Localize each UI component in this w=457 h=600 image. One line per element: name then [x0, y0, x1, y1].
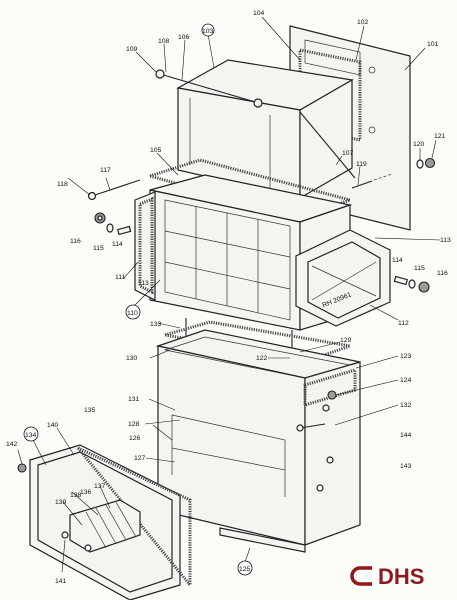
stud-114-right — [393, 275, 409, 286]
retaining-rod — [299, 111, 356, 179]
label-125: 125 — [239, 566, 251, 573]
label-132: 132 — [400, 402, 412, 409]
label-105: 105 — [150, 147, 162, 154]
box-base-rail — [219, 527, 306, 553]
label-111: 111 — [115, 274, 126, 281]
screws-141 — [61, 531, 92, 552]
label-114-left: 114 — [112, 241, 123, 248]
label-121: 121 — [434, 133, 446, 140]
label-103: 103 — [202, 28, 214, 35]
left-flange — [134, 191, 156, 301]
circled-marker-103 — [201, 23, 215, 37]
label-113-right: 113 — [440, 237, 451, 244]
terminal-block — [69, 499, 141, 553]
label-104: 104 — [253, 10, 265, 17]
circled-marker-134 — [23, 426, 39, 442]
label-143: 143 — [400, 463, 412, 470]
end-cover-plate: RH 20961 — [295, 229, 391, 327]
label-131: 131 — [128, 396, 140, 403]
top-cover — [176, 59, 354, 200]
washer-115-right — [408, 279, 416, 289]
label-129: 129 — [340, 337, 352, 344]
dhs-logo: DHS — [350, 564, 424, 589]
washer-120 — [416, 159, 424, 169]
label-139: 139 — [55, 499, 67, 506]
label-130: 130 — [126, 355, 138, 362]
bolt-117 — [87, 179, 141, 201]
label-122: 122 — [256, 355, 268, 362]
label-117: 117 — [100, 167, 111, 174]
nut-116-right — [418, 281, 430, 293]
screw-142 — [17, 463, 27, 473]
label-108: 108 — [158, 38, 170, 45]
part-number-labels: 101 102 103 104 105 106 107 108 109 110 … — [6, 10, 451, 585]
label-141: 141 — [55, 578, 67, 585]
label-142: 142 — [6, 441, 18, 448]
label-109: 109 — [126, 46, 138, 53]
nut-121 — [424, 157, 436, 169]
label-115-left: 115 — [93, 245, 104, 252]
logo-text: DHS — [378, 564, 424, 589]
label-119: 119 — [356, 161, 367, 168]
label-114-right: 114 — [392, 257, 403, 264]
label-113-left: 113 — [138, 280, 149, 287]
label-120: 120 — [413, 141, 425, 148]
label-135: 135 — [84, 407, 96, 414]
label-136: 136 — [80, 489, 92, 496]
stud-119 — [351, 173, 393, 189]
label-123: 123 — [400, 353, 412, 360]
label-133: 133 — [150, 321, 162, 328]
leader-lines — [17, 16, 441, 573]
label-137: 137 — [94, 483, 106, 490]
label-127: 127 — [134, 455, 146, 462]
hinge-rod — [155, 69, 263, 108]
circled-marker-125 — [237, 560, 253, 576]
washer-116-left — [94, 212, 106, 224]
label-124: 124 — [400, 377, 412, 384]
battery-box — [155, 329, 361, 546]
label-126: 126 — [129, 435, 141, 442]
label-118: 118 — [57, 181, 68, 188]
label-115-right: 115 — [414, 265, 425, 272]
label-107: 107 — [342, 150, 354, 157]
label-140: 140 — [47, 422, 59, 429]
label-138: 138 — [70, 492, 82, 499]
label-128: 128 — [128, 421, 140, 428]
label-112: 112 — [398, 320, 409, 327]
label-134: 134 — [25, 432, 37, 439]
washer-115-left — [106, 223, 114, 233]
logo-bracket-icon — [350, 566, 372, 586]
stud-114-left — [116, 225, 132, 236]
label-101: 101 — [427, 41, 439, 48]
label-106: 106 — [178, 34, 190, 41]
circled-marker-110 — [125, 304, 141, 320]
label-102: 102 — [357, 19, 369, 26]
label-110: 110 — [127, 310, 138, 317]
label-144: 144 — [400, 432, 412, 439]
label-116-left: 116 — [70, 238, 81, 245]
label-116-right: 116 — [437, 270, 448, 277]
